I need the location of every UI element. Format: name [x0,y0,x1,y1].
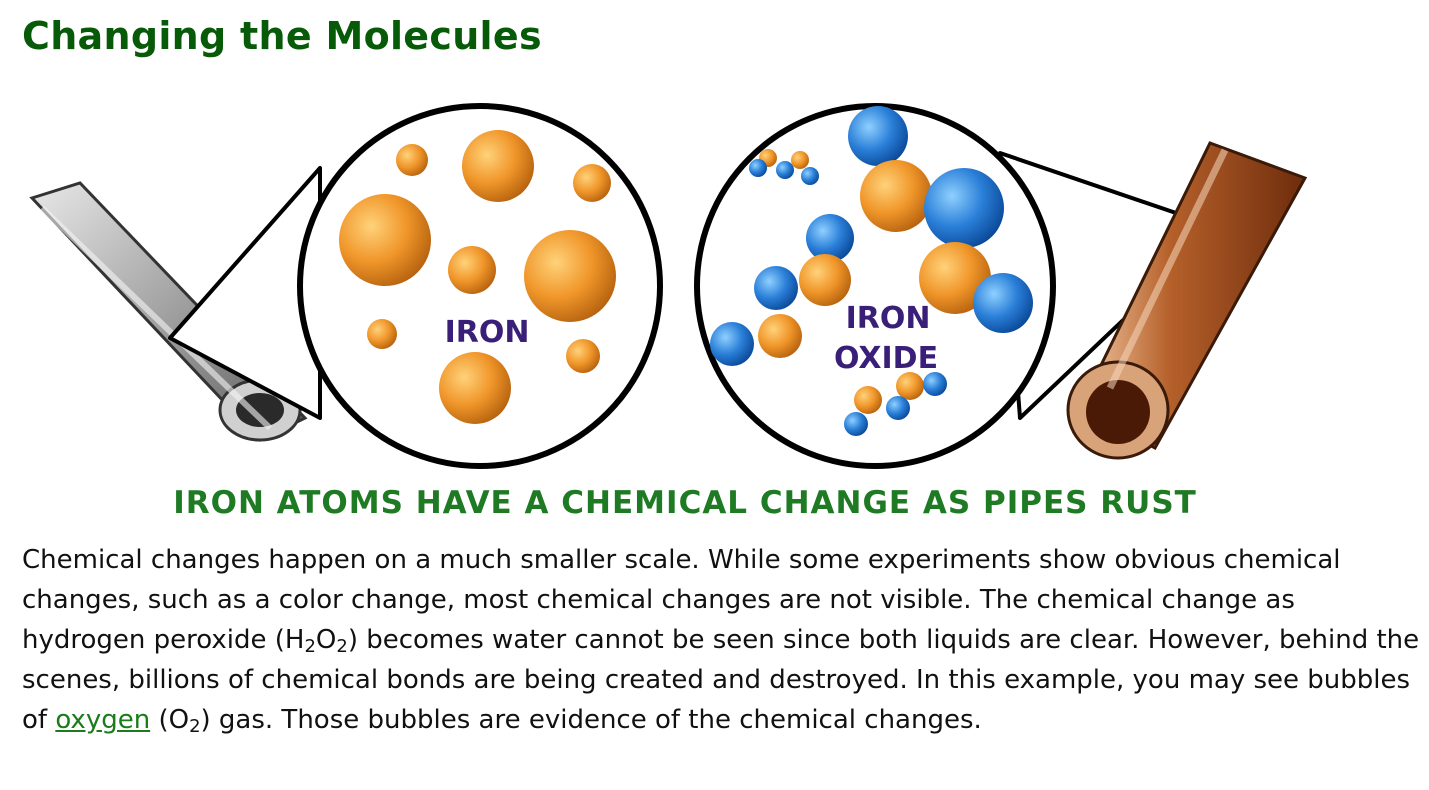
paragraph-text-4: ) gas. Those bubbles are evidence of the… [200,705,982,735]
iron-oxide-label-line1: IRON [846,301,931,336]
oxygen-link[interactable]: oxygen [55,705,151,735]
iron-oxide-bubble: IRON OXIDE [694,103,1222,469]
page-title: Changing the Molecules [22,14,542,58]
paragraph-text-1: Chemical changes happen on a much smalle… [22,545,1341,655]
o2-subscript: 2 [189,716,201,737]
rusty-pipe [1066,141,1308,460]
h2o2-subscript-1: 2 [304,636,316,657]
illustration-caption: IRON ATOMS HAVE A CHEMICAL CHANGE AS PIP… [173,485,1197,521]
body-paragraph: Chemical changes happen on a much smalle… [22,540,1422,740]
iron-label: IRON [445,315,530,350]
paragraph-text-2: ) becomes water cannot be seen since bot… [22,625,1420,735]
h2o2-oxygen-symbol: O [315,625,337,655]
h2o2-subscript-2: 2 [336,636,348,657]
paragraph-text-3: (O [150,705,190,735]
rust-illustration: IRON IRON OXIDE [29,103,1308,521]
iron-oxide-label-line2: OXIDE [834,341,938,376]
iron-bubble: IRON [168,103,663,469]
